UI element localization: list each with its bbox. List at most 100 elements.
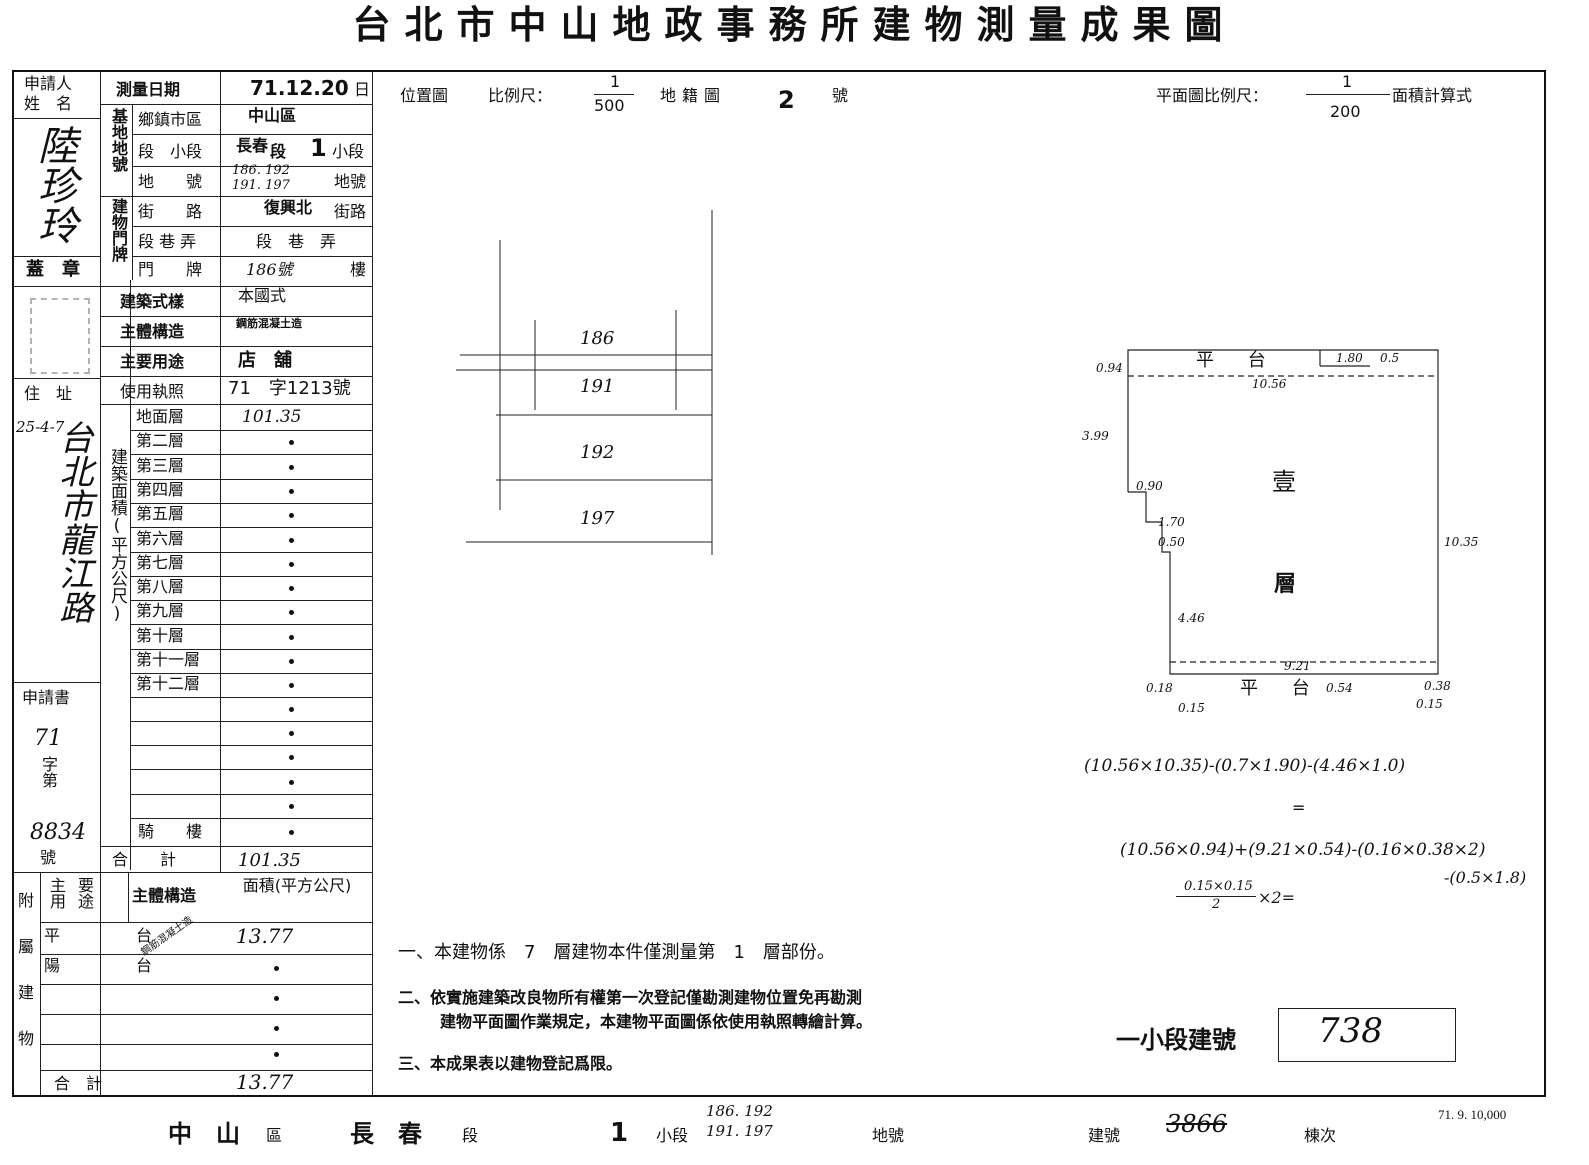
building-no-value: 738 — [1318, 1011, 1383, 1051]
cadastral-suffix: 號 — [832, 86, 849, 105]
seal-label: 蓋 章 — [26, 259, 80, 280]
footer-building-value: 3866 — [1166, 1110, 1228, 1138]
scale-den: 500 — [594, 96, 625, 115]
lane-label: 段 巷 弄 — [138, 232, 197, 251]
rule — [14, 682, 100, 683]
district-value: 中山區 — [248, 106, 297, 125]
rule — [130, 697, 372, 699]
annex-row-label: 陽 台 — [44, 956, 183, 975]
rule — [130, 575, 372, 577]
rule — [130, 673, 372, 674]
platform-top-label: 平 台 — [1196, 350, 1280, 371]
applicant-name: 陸珍玲 — [31, 125, 77, 245]
footer-subsection-suffix: 小段 — [656, 1126, 689, 1145]
building-no-label: 一小段建號 — [1116, 1026, 1236, 1054]
floor-char-1: 壹 — [1272, 468, 1296, 496]
rule — [132, 256, 372, 257]
floor-label: 第十層 — [136, 625, 185, 645]
structure-label: 主體構造 — [120, 322, 185, 341]
formula-fraction-num: 0.15×0.15 — [1184, 879, 1253, 894]
footer-section: 長 春 — [350, 1120, 422, 1148]
section-value: 長春 — [236, 136, 269, 155]
building-no-box — [1278, 1008, 1456, 1062]
note-2: 二、依實施建築改良物所有權第一次登記僅勘測建物位置免再勘測 — [398, 988, 863, 1007]
application-year: 71 — [34, 726, 62, 751]
floor-value-dot — [289, 610, 294, 616]
annex-blank-dot — [274, 1026, 279, 1031]
annex-blank-dot — [274, 1052, 279, 1057]
annex-row-label: 平 台 — [44, 926, 183, 945]
street-label: 街 路 — [138, 202, 203, 221]
rule — [130, 551, 372, 553]
footer-district-suffix: 區 — [266, 1126, 283, 1145]
section-mid: 段 — [270, 142, 287, 161]
floor-label: 第九層 — [136, 601, 185, 621]
floor-label: 第三層 — [136, 455, 185, 475]
permit-label: 使用執照 — [120, 382, 185, 401]
annex-value-dot — [274, 966, 279, 971]
arcade-label: 騎 樓 — [138, 822, 203, 841]
floor-value: 101.35 — [242, 407, 302, 427]
floor-value-dot — [289, 464, 294, 470]
permit-value: 71 字1213號 — [228, 378, 351, 399]
applicant-label-2: 姓 名 — [24, 94, 73, 113]
dimension-label: 10.56 — [1252, 377, 1287, 391]
scale-label: 比例尺： — [488, 86, 553, 105]
rule — [100, 316, 372, 317]
footer-subsection: 1 — [610, 1118, 629, 1148]
footer-building-suffix: 棟次 — [1304, 1126, 1337, 1145]
rule — [14, 256, 100, 257]
blank-row-dot — [289, 779, 294, 785]
rule — [130, 502, 372, 504]
door-label: 門 牌 — [138, 260, 203, 279]
floor-value-dot — [289, 683, 294, 689]
footer-lot-suffix: 地號 — [872, 1126, 905, 1145]
rule — [40, 954, 372, 955]
blank-row-dot — [289, 755, 294, 761]
blank-row-dot — [289, 707, 294, 712]
subsection-value: 1 — [310, 134, 327, 162]
blank-row-dot — [289, 803, 294, 809]
col-divider-4 — [372, 72, 373, 1096]
rule — [100, 196, 372, 197]
subsection-suffix: 小段 — [332, 142, 365, 161]
dimension-label: 1.70 — [1158, 515, 1185, 529]
floor-value-dot — [289, 440, 294, 446]
annex-total-label: 合 計 — [54, 1074, 103, 1093]
dimension-label: 0.15 — [1416, 697, 1443, 711]
rule — [132, 166, 372, 167]
lot-label: 地 號 — [138, 172, 203, 191]
cadastral-label: 地籍圖 — [660, 86, 727, 105]
base-group-label: 基地地號 — [109, 108, 128, 172]
footer-print-stamp: 71. 9. 10,000 — [1438, 1107, 1507, 1122]
footer-lots-1: 186. 192 — [706, 1102, 773, 1120]
formula-line-4: ×2= — [1258, 888, 1295, 907]
blank-row-dot — [289, 731, 294, 737]
dimension-label: 4.46 — [1178, 611, 1205, 625]
street-value: 復興北 — [264, 198, 313, 217]
dimension-label: 3.99 — [1082, 429, 1109, 443]
dimension-label: 0.15 — [1178, 701, 1205, 715]
rule — [1306, 94, 1390, 95]
rule — [40, 1044, 372, 1045]
scale-num: 1 — [610, 72, 621, 91]
dimension-label: 0.38 — [1424, 679, 1451, 693]
rule — [100, 846, 372, 847]
footer-section-suffix: 段 — [462, 1126, 479, 1145]
rule — [130, 769, 372, 771]
dimension-label: 0.50 — [1158, 535, 1185, 549]
col-divider-3 — [220, 72, 221, 872]
section-label: 段 小段 — [138, 142, 203, 161]
annex-col-area: 面積(平方公尺) — [242, 876, 352, 895]
formula-fraction-den: 2 — [1212, 897, 1221, 912]
lot-number-label: 186 — [580, 328, 615, 349]
plan-scale-den: 200 — [1330, 102, 1361, 121]
survey-date-label: 測量日期 — [116, 80, 181, 99]
location-map — [456, 210, 713, 555]
plan-scale-label: 平面圖比例尺： — [1156, 86, 1269, 105]
address-label: 住 址 — [24, 384, 73, 403]
lot-number-label: 197 — [580, 508, 615, 529]
dimension-label: 10.35 — [1444, 535, 1479, 549]
annex-col-structure: 主體構造 — [132, 886, 197, 905]
rule — [40, 922, 372, 923]
